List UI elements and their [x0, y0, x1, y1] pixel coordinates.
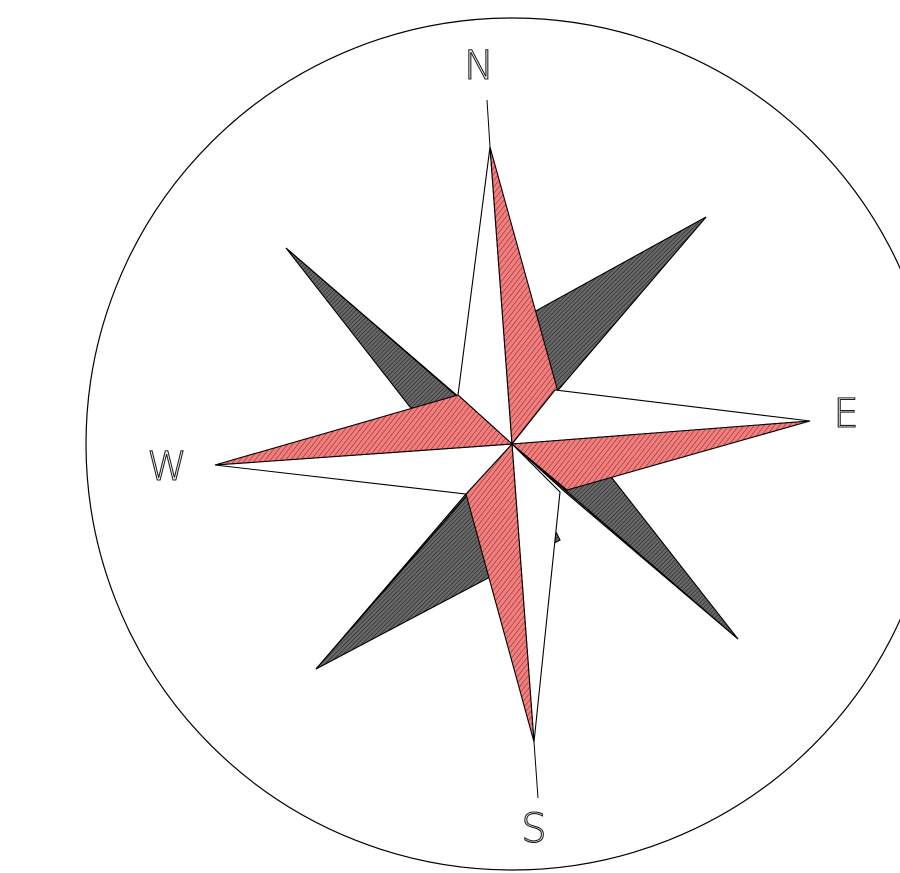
- south-label: S: [521, 806, 546, 852]
- north-stem: [487, 100, 490, 147]
- north-label: N: [464, 43, 494, 89]
- east-label: E: [833, 391, 858, 437]
- cardinal-points: [215, 147, 810, 742]
- west-label: W: [147, 444, 187, 490]
- south-stem: [534, 742, 538, 798]
